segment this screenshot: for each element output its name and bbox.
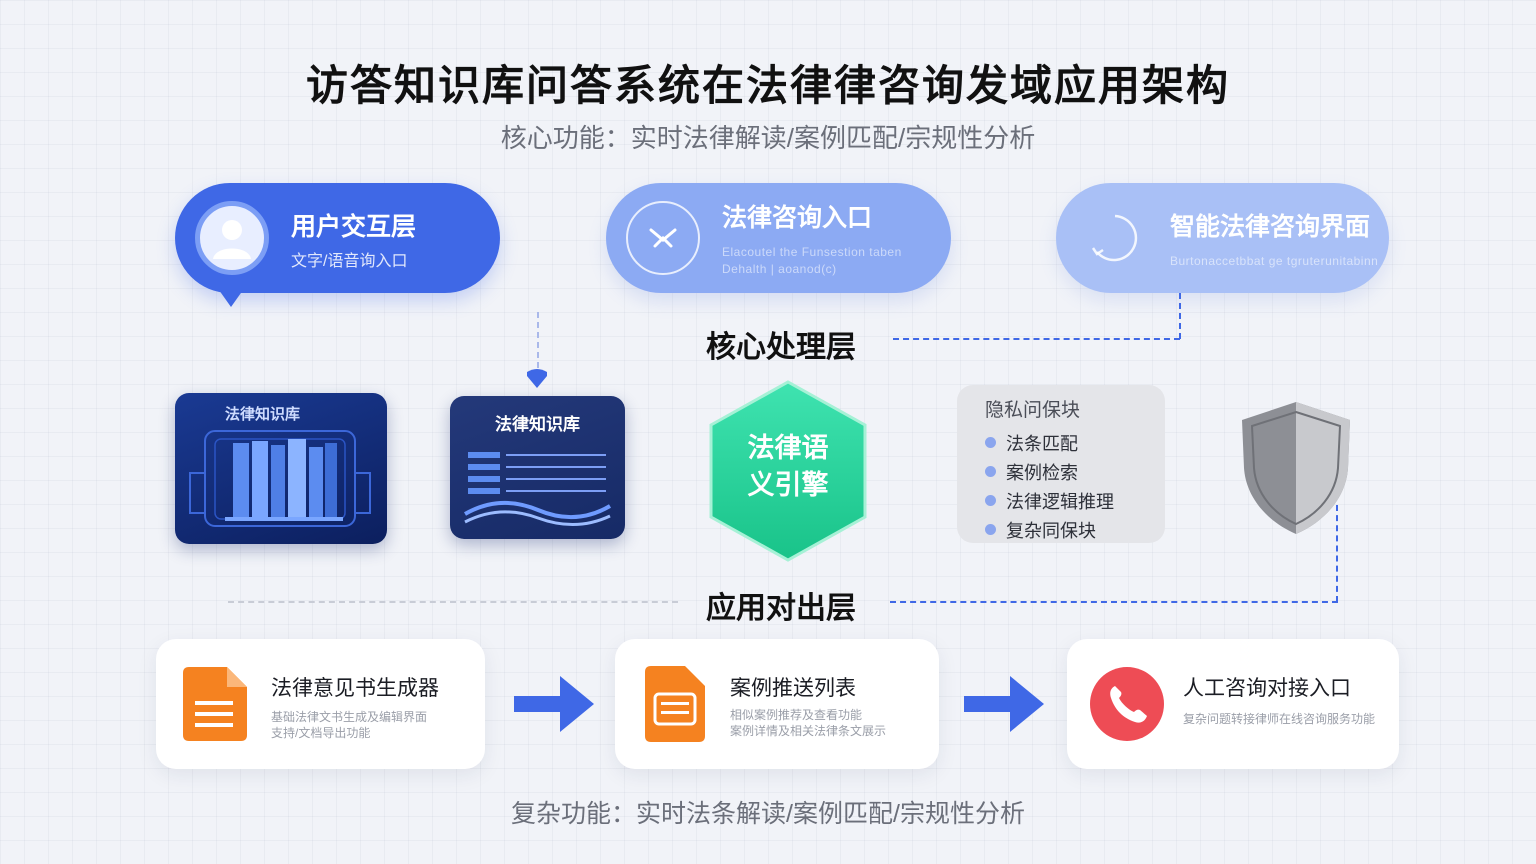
human-consult-card[interactable]: 人工咨询对接入口 复杂问题转接律师在线咨询服务功能 — [1067, 639, 1399, 769]
legal-consult-entry-title: 法律咨询入口 — [722, 204, 873, 232]
engine-line-2: 义引擎 — [747, 470, 829, 500]
connector-vertical-right — [1179, 293, 1181, 339]
modules-panel[interactable]: 隐私问保块 法条匹配 案例检索 法律逻辑推理 复杂同保块 — [957, 385, 1165, 543]
knowledge-base-panel-2[interactable]: 法律知识库 — [450, 396, 625, 539]
core-layer-label: 核心处理层 — [706, 331, 856, 364]
module-item: 法律逻辑推理 — [985, 486, 1165, 515]
case-push-list-desc: 相似案例推荐及查看功能 案例详情及相关法律条文展示 — [730, 708, 887, 738]
knowledge-base-panel-1[interactable]: 法律知识库 — [175, 393, 387, 544]
smart-consult-interface-card[interactable]: 智能法律咨询界面 Burtonaccetbbat ge tgruterunita… — [1056, 183, 1389, 293]
user-avatar-icon — [195, 201, 269, 275]
page-title: 访答知识库问答系统在法律律咨询发域应用架构 — [305, 62, 1230, 109]
phone-icon — [1089, 666, 1165, 747]
connector-vertical — [537, 312, 539, 368]
engine-line-1: 法律语 — [747, 433, 829, 463]
chevron-check-icon — [626, 201, 700, 275]
user-interaction-title: 用户交互层 — [291, 212, 417, 241]
connector-vertical-shield — [1336, 505, 1338, 602]
human-consult-desc: 复杂问题转接律师在线咨询服务功能 — [1183, 712, 1376, 726]
semantic-engine-hexagon[interactable] — [705, 378, 871, 564]
opinion-generator-desc: 基础法律文书生成及编辑界面 支持/文档导出功能 — [271, 710, 428, 740]
page-footer: 复杂功能：实时法条解读/案例匹配/宗规性分析 — [511, 800, 1025, 828]
knowledge-base-2-label: 法律知识库 — [495, 415, 580, 434]
bookshelf-icon — [189, 430, 371, 527]
semantic-engine-label: 法律语 义引擎 — [705, 430, 871, 504]
user-interaction-layer-card[interactable]: 用户交互层 文字/语音询入口 — [175, 183, 500, 293]
page-subtitle: 核心功能：实时法律解读/案例匹配/宗规性分析 — [500, 123, 1036, 153]
document-icon — [183, 667, 247, 746]
modules-title: 隐私问保块 — [985, 400, 1081, 421]
human-consult-title: 人工咨询对接入口 — [1183, 677, 1351, 700]
list-doc-icon — [645, 666, 705, 747]
connector-arrow-head — [525, 366, 549, 395]
opinion-generator-card[interactable]: 法律意见书生成器 基础法律文书生成及编辑界面 支持/文档导出功能 — [156, 639, 485, 769]
case-push-list-title: 案例推送列表 — [730, 677, 856, 700]
module-item: 复杂同保块 — [985, 515, 1165, 544]
connector-horizontal-app — [890, 601, 1338, 603]
shield-icon — [1236, 398, 1356, 543]
knowledge-base-1-label: 法律知识库 — [225, 406, 301, 423]
case-push-list-card[interactable]: 案例推送列表 相似案例推荐及查看功能 案例详情及相关法律条文展示 — [615, 639, 939, 769]
speech-tail — [214, 283, 248, 307]
module-item: 法条匹配 — [985, 428, 1165, 457]
database-table-icon — [464, 452, 612, 527]
arrow-right-icon — [964, 676, 1046, 737]
refresh-arc-icon — [1078, 201, 1152, 275]
app-layer-label: 应用对出层 — [706, 592, 856, 625]
arrow-right-icon — [514, 676, 596, 737]
connector-horizontal-core — [893, 338, 1180, 340]
user-interaction-subtitle: 文字/语音询入口 — [291, 252, 408, 270]
module-item: 案例检索 — [985, 457, 1165, 486]
opinion-generator-title: 法律意见书生成器 — [271, 677, 439, 700]
legal-consult-entry-card[interactable]: 法律咨询入口 Elacoutel the Funsestion taben De… — [606, 183, 951, 293]
smart-consult-interface-title: 智能法律咨询界面 — [1170, 212, 1371, 241]
divider-left — [228, 601, 678, 603]
smart-consult-interface-subtitle: Burtonaccetbbat ge tgruterunitabinn — [1170, 253, 1379, 268]
legal-consult-entry-subtitle: Elacoutel the Funsestion taben Dehalth |… — [722, 245, 902, 276]
